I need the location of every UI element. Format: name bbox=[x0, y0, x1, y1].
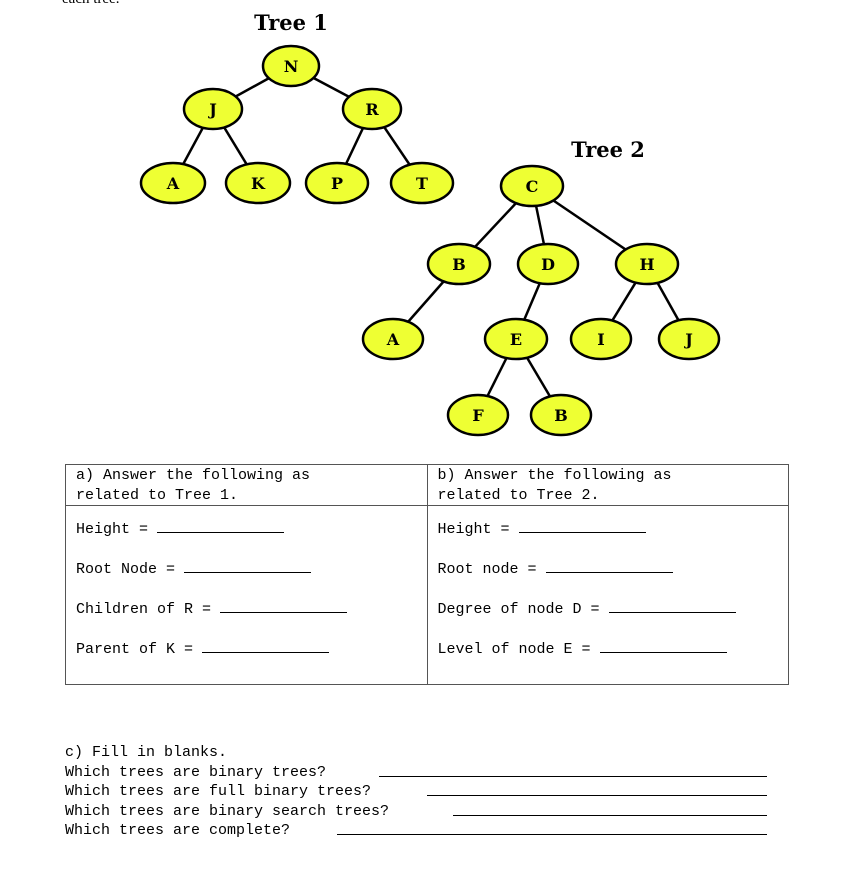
answer-blank[interactable] bbox=[518, 520, 646, 533]
tree2-node-a: A bbox=[361, 317, 425, 361]
svg-text:E: E bbox=[510, 330, 522, 349]
svg-text:J: J bbox=[207, 100, 217, 119]
tree2-node-j: J bbox=[657, 317, 721, 361]
section-a-q2: Root Node = bbox=[66, 560, 427, 600]
section-c: c) Fill in blanks. Which trees are binar… bbox=[65, 743, 767, 841]
section-b-header-line1: b) Answer the following as bbox=[437, 467, 672, 484]
tree-diagrams: Tree 1 Tree 2 N J R A K P T C B D H A E … bbox=[139, 10, 721, 437]
section-a-header: a) Answer the following as related to Tr… bbox=[65, 464, 428, 506]
section-a-body: Height = Root Node = Children of R = Par… bbox=[65, 505, 428, 685]
section-b-q3: Degree of node D = bbox=[428, 600, 789, 640]
answer-blank[interactable] bbox=[453, 802, 767, 816]
tree2-title: Tree 2 bbox=[571, 137, 645, 162]
section-c-title: c) Fill in blanks. bbox=[65, 744, 228, 761]
section-c-q3: Which trees are binary search trees? bbox=[65, 802, 767, 822]
svg-text:R: R bbox=[365, 100, 379, 119]
answer-blank[interactable] bbox=[608, 600, 736, 613]
answer-blank[interactable] bbox=[599, 640, 727, 653]
svg-text:A: A bbox=[386, 330, 400, 349]
answer-blank[interactable] bbox=[157, 520, 285, 533]
section-b-header-line2: related to Tree 2. bbox=[437, 487, 600, 504]
svg-text:F: F bbox=[472, 406, 484, 425]
section-b-header: b) Answer the following as related to Tr… bbox=[426, 464, 789, 506]
section-a-q4: Parent of K = bbox=[66, 640, 427, 680]
answer-blank[interactable] bbox=[184, 560, 312, 573]
tree1-node-p: P bbox=[304, 161, 370, 205]
tree2-node-e: E bbox=[483, 317, 549, 361]
svg-text:I: I bbox=[597, 330, 604, 349]
tree1-node-k: K bbox=[224, 161, 292, 205]
section-b-q1: Height = bbox=[428, 520, 789, 560]
svg-text:A: A bbox=[166, 174, 180, 193]
svg-text:K: K bbox=[251, 174, 266, 193]
tree1-title: Tree 1 bbox=[254, 10, 328, 35]
tree1-node-n: N bbox=[261, 44, 321, 88]
section-a-q1: Height = bbox=[66, 520, 427, 560]
svg-text:C: C bbox=[526, 177, 539, 196]
svg-text:B: B bbox=[452, 255, 466, 274]
svg-text:B: B bbox=[554, 406, 568, 425]
svg-text:J: J bbox=[683, 330, 693, 349]
tree1-node-a: A bbox=[139, 161, 207, 205]
section-c-q1: Which trees are binary trees? bbox=[65, 763, 767, 783]
section-b-q4: Level of node E = bbox=[428, 640, 789, 680]
tree2-edges bbox=[392, 184, 691, 416]
tree2-node-f: F bbox=[446, 393, 510, 437]
answer-blank[interactable] bbox=[220, 600, 348, 613]
section-a-q3: Children of R = bbox=[66, 600, 427, 640]
section-a-header-line2: related to Tree 1. bbox=[76, 487, 239, 504]
top-cut-text: each tree. bbox=[62, 0, 119, 8]
section-a-header-line1: a) Answer the following as bbox=[76, 467, 311, 484]
answer-blank[interactable] bbox=[545, 560, 673, 573]
section-c-q2: Which trees are full binary trees? bbox=[65, 782, 767, 802]
svg-text:T: T bbox=[416, 174, 428, 193]
tree2-node-b2: B bbox=[529, 393, 593, 437]
tree2-node-c: C bbox=[499, 164, 565, 208]
section-b-body: Height = Root node = Degree of node D = … bbox=[426, 505, 789, 685]
svg-text:N: N bbox=[284, 57, 299, 76]
section-b-q2: Root node = bbox=[428, 560, 789, 600]
answer-blank[interactable] bbox=[427, 782, 767, 796]
tree2-node-d: D bbox=[516, 242, 580, 286]
svg-text:P: P bbox=[331, 174, 343, 193]
tree1-node-t: T bbox=[389, 161, 455, 205]
tree1-node-j: J bbox=[182, 87, 244, 131]
answer-blank[interactable] bbox=[202, 640, 330, 653]
tree2-node-b: B bbox=[426, 242, 492, 286]
answer-blank[interactable] bbox=[337, 821, 767, 835]
tree1-node-r: R bbox=[341, 87, 403, 131]
svg-text:H: H bbox=[639, 255, 654, 274]
answer-blank[interactable] bbox=[379, 763, 767, 777]
tree2-node-h: H bbox=[614, 242, 680, 286]
tree2-node-i: I bbox=[569, 317, 633, 361]
svg-text:D: D bbox=[541, 255, 555, 274]
questions-table: a) Answer the following as related to Tr… bbox=[65, 464, 789, 685]
section-c-q4: Which trees are complete? bbox=[65, 821, 767, 841]
